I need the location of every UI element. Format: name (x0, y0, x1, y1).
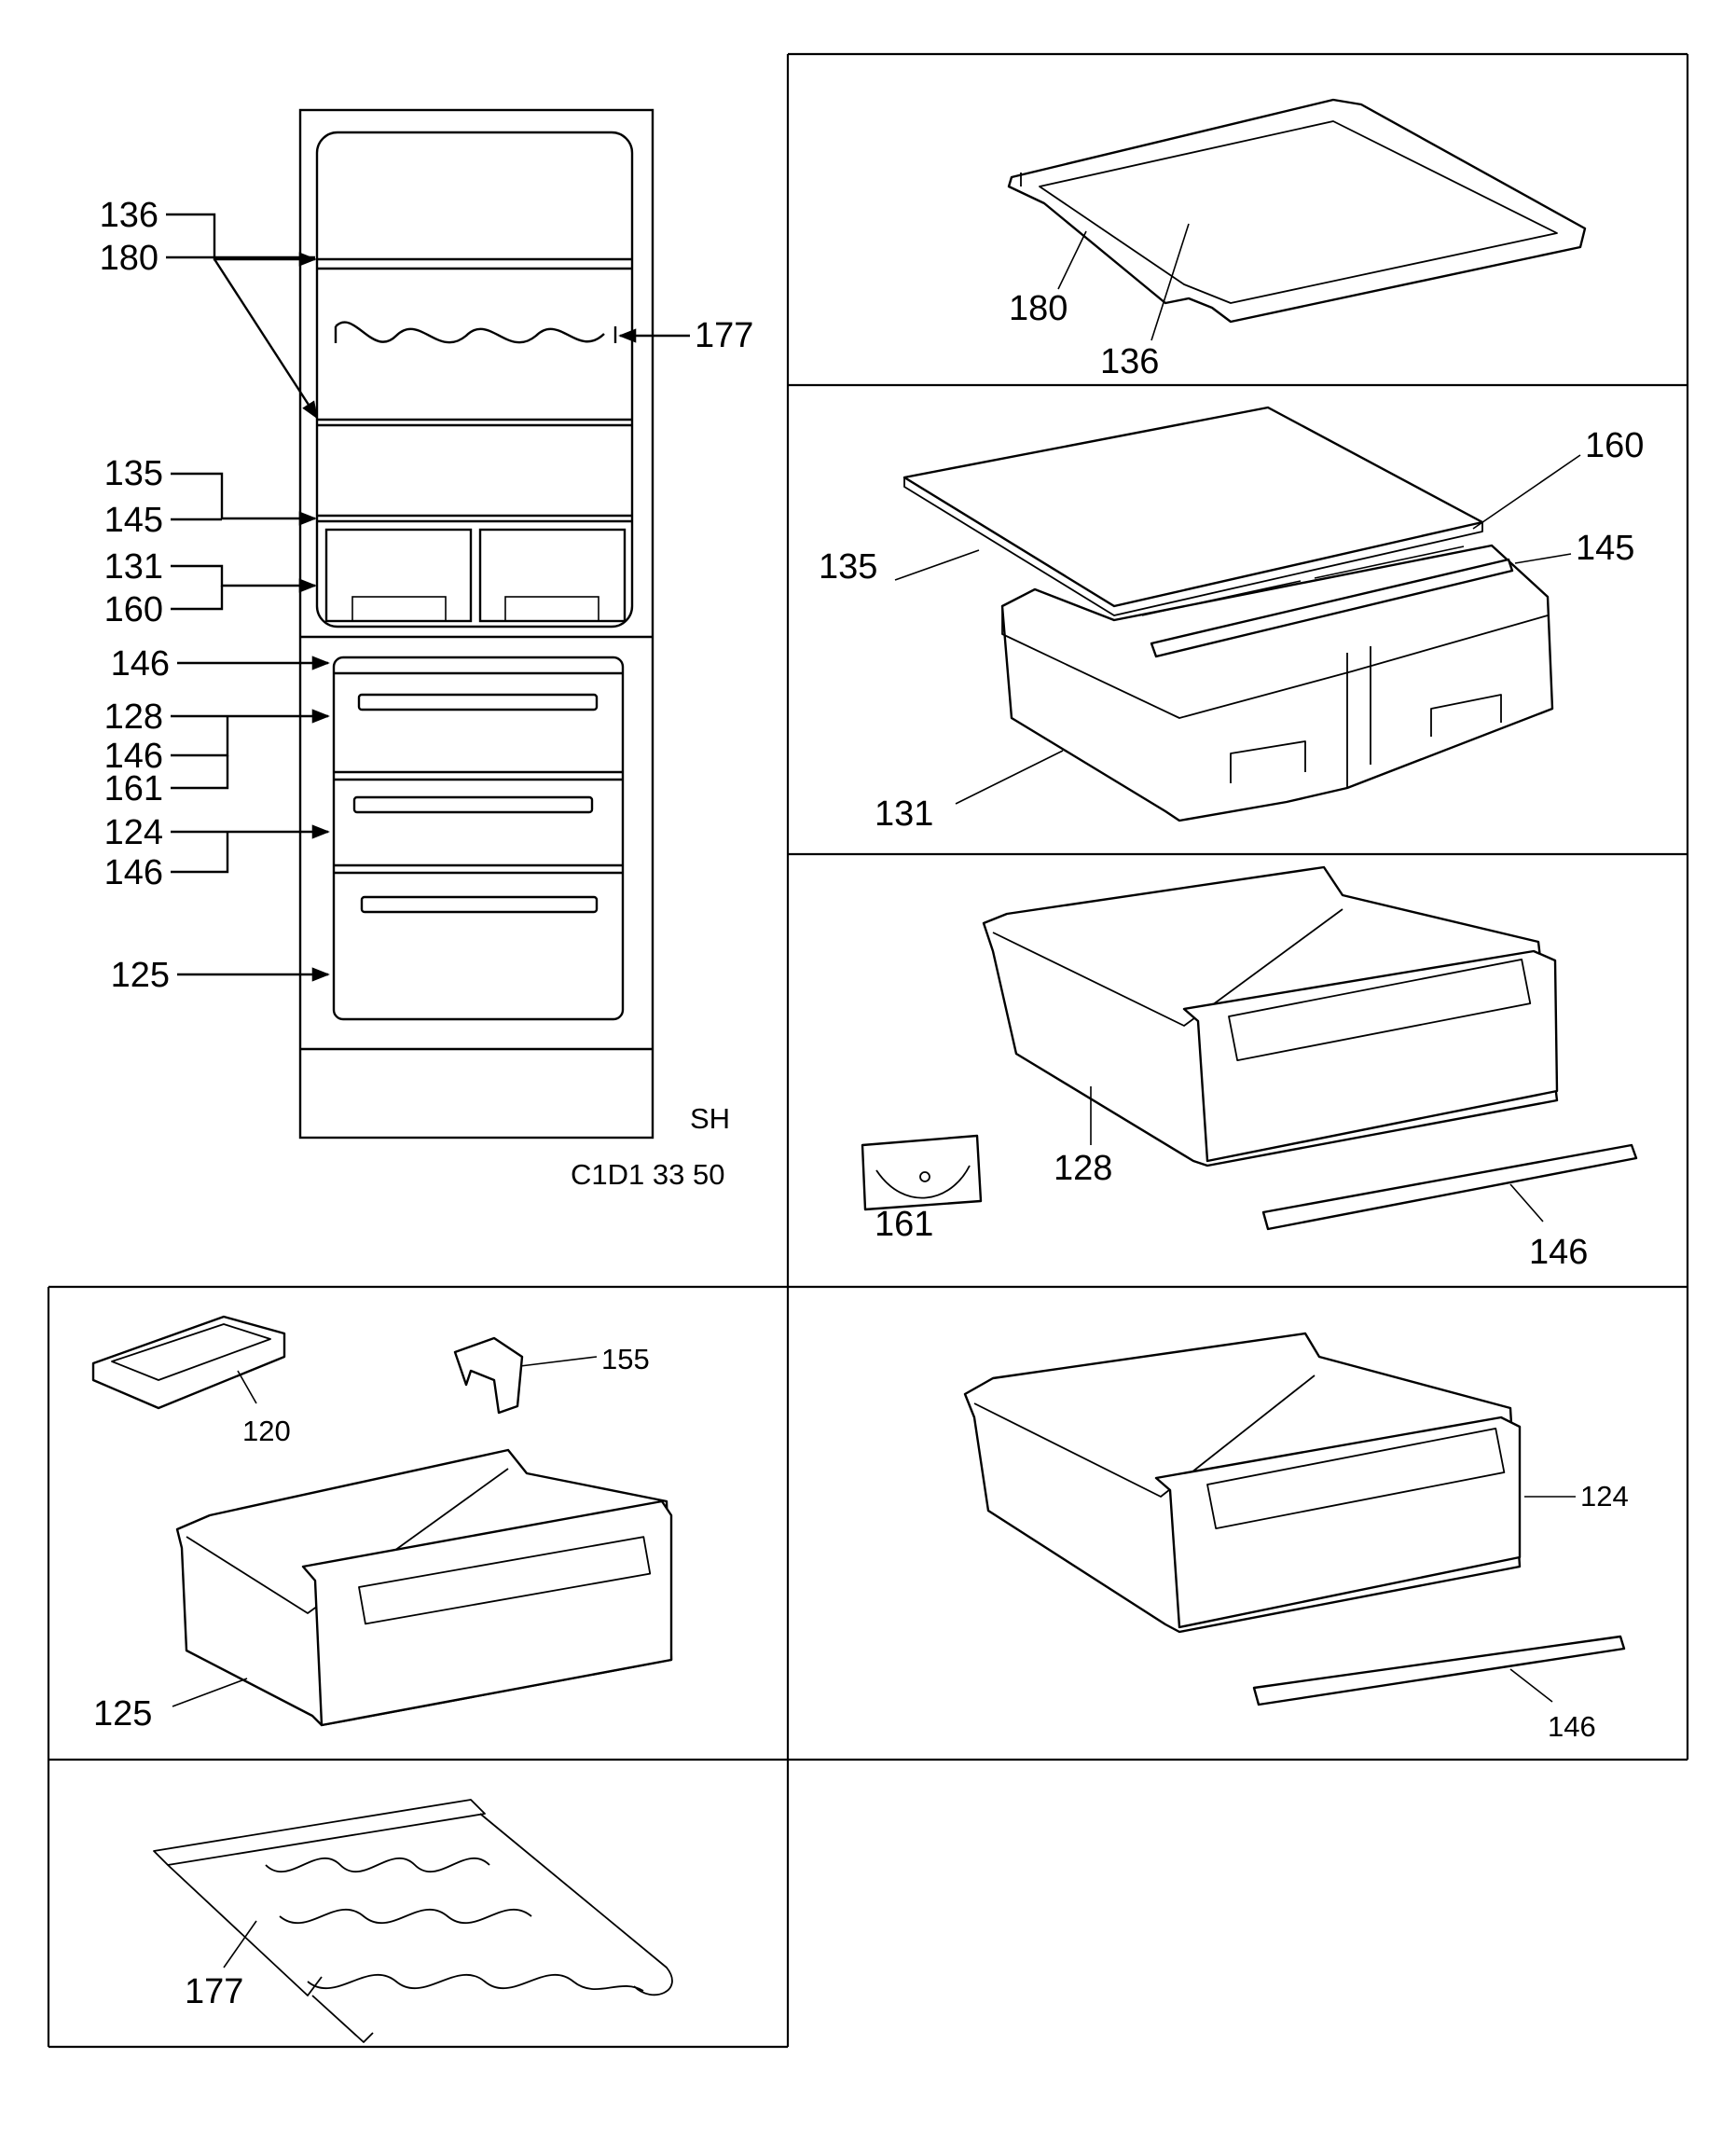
label-146: 146 (111, 644, 170, 684)
label-145: 145 (1576, 529, 1634, 568)
drawer-front-128 (1182, 949, 1559, 1163)
drawer-handle-2 (352, 795, 594, 814)
label-120: 120 (242, 1415, 291, 1447)
label-125: 125 (93, 1694, 152, 1734)
panel-bottle-rack: 177 (153, 1799, 673, 2043)
label-180: 180 (100, 239, 158, 278)
label-124: 124 (1580, 1480, 1629, 1513)
label-125: 125 (111, 956, 170, 995)
drawer-handle-3 (360, 895, 599, 914)
fridge-compartment (315, 131, 634, 628)
glass-shelf-frame (1007, 98, 1587, 324)
label-145: 145 (104, 501, 163, 540)
label-124: 124 (104, 813, 163, 852)
label-180: 180 (1009, 289, 1068, 328)
label-135: 135 (104, 454, 163, 493)
panel-crisper-assembly: 160 135 145 131 (819, 406, 1644, 834)
bottle-rack-outline (335, 321, 605, 344)
label-136: 136 (100, 196, 158, 235)
drawer-rail-146b (1252, 1635, 1626, 1706)
label-136: 136 (1100, 342, 1159, 381)
label-160: 160 (104, 590, 163, 629)
clip-155 (453, 1336, 524, 1415)
label-160: 160 (1585, 426, 1644, 465)
freezer-section (332, 656, 625, 1021)
crisper-left-outline (324, 528, 473, 623)
cabinet-outline (298, 108, 654, 1140)
divider-rail (1150, 558, 1514, 658)
label-128: 128 (1054, 1149, 1112, 1188)
variant-code: SH (690, 1102, 730, 1135)
label-131: 131 (104, 547, 163, 587)
panel-freezer-drawer-middle: 124 146 (963, 1332, 1629, 1743)
label-146: 146 (104, 737, 163, 776)
overview-leaders (166, 213, 690, 982)
label-146: 146 (104, 853, 163, 892)
panel-ice-tray-bottom-drawer: 120 155 125 (91, 1315, 673, 1734)
label-146: 146 (1548, 1710, 1596, 1743)
bottle-rack-177 (153, 1799, 486, 1866)
crisper-box (1000, 544, 1554, 822)
drawer-front-124 (1154, 1416, 1522, 1629)
appliance-overview: 136 180 135 145 131 160 146 128 146 161 … (100, 108, 753, 1191)
drawer-rail-146 (1261, 1143, 1638, 1231)
ice-tray-120 (91, 1315, 286, 1410)
label-161: 161 (875, 1205, 933, 1244)
panel-glass-shelf: 180 136 (1007, 98, 1587, 381)
label-146: 146 (1529, 1233, 1588, 1272)
label-155: 155 (601, 1343, 650, 1375)
drawer-front-125 (301, 1499, 673, 1727)
label-177: 177 (185, 1972, 243, 2011)
drawer-handle-1 (357, 693, 599, 711)
panel-frames (47, 52, 1689, 2049)
label-177: 177 (695, 316, 753, 355)
label-135: 135 (819, 547, 877, 587)
crisper-right-outline (478, 528, 627, 623)
model-code: C1D1 33 50 (571, 1158, 724, 1191)
panel-freezer-drawer-top: 128 161 146 (861, 865, 1638, 1272)
label-161: 161 (104, 769, 163, 808)
label-131: 131 (875, 794, 933, 834)
label-128: 128 (104, 698, 163, 737)
